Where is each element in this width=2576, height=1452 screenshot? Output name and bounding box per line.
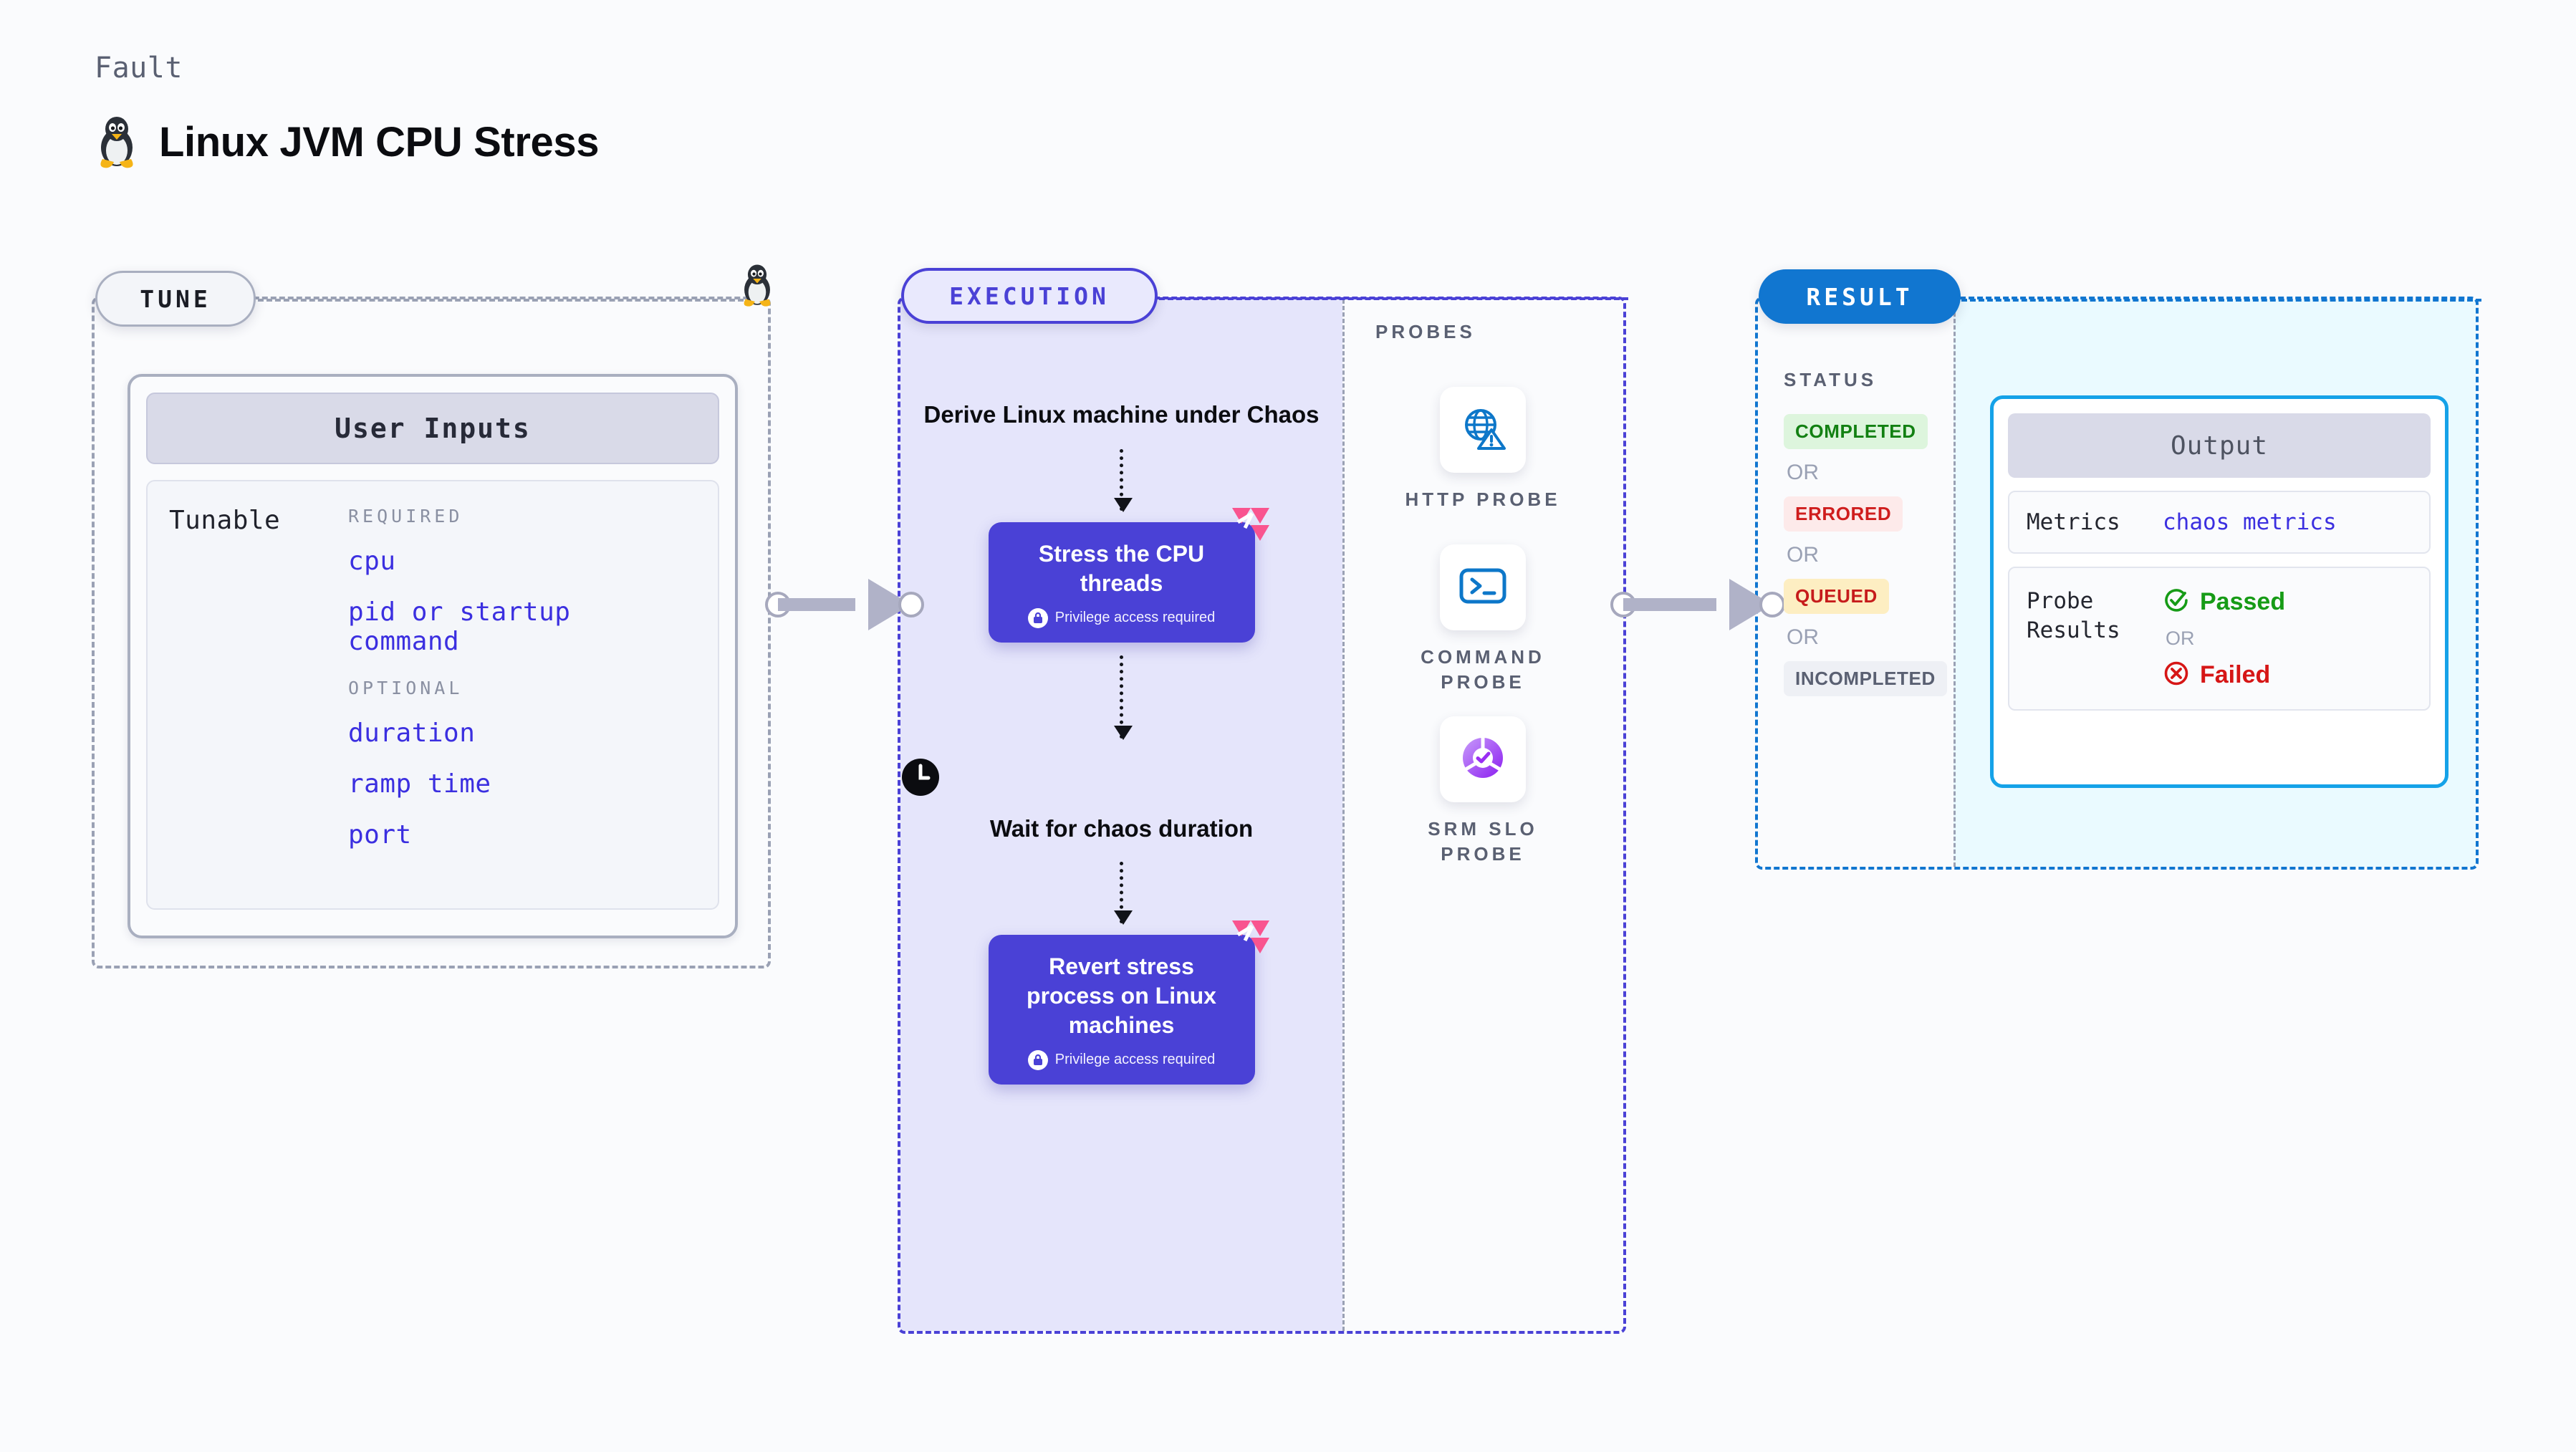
probe-command-label: COMMAND PROBE: [1421, 646, 1545, 693]
check-circle-icon: [2163, 587, 2190, 617]
probe-command[interactable]: COMMAND PROBE: [1390, 544, 1576, 695]
status-section-title: STATUS: [1784, 369, 1878, 390]
output-card: Output Metrics chaos metrics Probe Resul…: [1990, 395, 2448, 788]
execution-step-revert-stress-card[interactable]: Revert stress process on Linux machines …: [988, 920, 1269, 1085]
chaos-flag-icon: [1231, 506, 1271, 547]
status-or-3: OR: [1787, 625, 1819, 649]
status-badge-errored: ERRORED: [1784, 496, 1903, 532]
linux-penguin-icon: [95, 115, 139, 169]
probe-http[interactable]: HTTP PROBE: [1390, 387, 1576, 512]
execution-to-result-arrow: [1610, 579, 1785, 630]
execution-step-wait-duration: Wait for chaos duration: [989, 814, 1254, 842]
stress-cpu-privilege-note: Privilege access required: [1003, 607, 1241, 628]
execution-pill-connector: [1159, 297, 1628, 300]
status-badge-completed: COMPLETED: [1784, 414, 1928, 449]
execution-flow: Derive Linux machine under Chaos Stress …: [900, 299, 1342, 1085]
output-metrics-value[interactable]: chaos metrics: [2163, 509, 2337, 536]
result-pill-connector: [1961, 299, 2481, 302]
flow-arrow-3: [1114, 861, 1133, 925]
tunable-label: Tunable: [169, 506, 281, 535]
output-metrics-key: Metrics: [2027, 509, 2120, 535]
status-or-2: OR: [1787, 543, 1819, 567]
required-group-label: REQUIRED: [348, 506, 463, 527]
tunable-section: Tunable REQUIRED cpu pid or startup comm…: [146, 480, 719, 910]
output-row-probe-results: Probe Results Passed OR: [2008, 567, 2431, 711]
x-circle-icon: [2163, 660, 2190, 691]
result-stage-pill[interactable]: RESULT: [1759, 269, 1961, 324]
flow-arrow-2: [1114, 655, 1133, 740]
probe-srm-slo[interactable]: SRM SLO PROBE: [1390, 716, 1576, 867]
stress-cpu-privilege-text: Privilege access required: [1054, 610, 1216, 626]
globe-warning-icon: [1458, 404, 1507, 456]
user-inputs-card-title: User Inputs: [146, 393, 719, 464]
execution-stage-pill[interactable]: EXECUTION: [901, 268, 1158, 324]
stress-cpu-title: Stress the CPU threads: [1038, 540, 1205, 596]
status-badge-queued: QUEUED: [1784, 579, 1889, 614]
probe-http-tile: [1440, 387, 1526, 473]
probe-result-or: OR: [2166, 628, 2195, 650]
tunable-item-duration[interactable]: duration: [348, 718, 476, 748]
output-probe-results-values: Passed OR Failed: [2163, 587, 2285, 691]
result-output-divider: [1953, 299, 1956, 867]
execution-probes-divider: [1342, 299, 1345, 1331]
output-row-metrics: Metrics chaos metrics: [2008, 491, 2431, 554]
tunable-item-cpu[interactable]: cpu: [348, 547, 396, 576]
probe-command-tile: [1440, 544, 1526, 630]
probe-result-failed-label: Failed: [2200, 661, 2271, 689]
output-card-title: Output: [2008, 413, 2431, 478]
tunable-item-ramp-time[interactable]: ramp time: [348, 769, 491, 799]
page-kicker: Fault: [95, 52, 183, 85]
lock-icon: [1027, 1049, 1048, 1070]
probe-http-label: HTTP PROBE: [1405, 489, 1561, 510]
status-list: COMPLETED OR ERRORED OR QUEUED OR INCOMP…: [1784, 414, 1947, 696]
probe-result-passed-label: Passed: [2200, 588, 2286, 616]
lock-icon: [1027, 607, 1048, 628]
execution-step-stress-cpu-card[interactable]: Stress the CPU threads Privilege access …: [988, 507, 1269, 643]
probes-section-title: PROBES: [1375, 321, 1476, 342]
page-title-row: Linux JVM CPU Stress: [95, 115, 599, 169]
tunable-item-port[interactable]: port: [348, 820, 412, 850]
optional-group-label: OPTIONAL: [348, 678, 463, 698]
flow-arrow-1: [1114, 448, 1133, 512]
page-title: Linux JVM CPU Stress: [159, 118, 600, 165]
linux-penguin-marker-icon: [739, 263, 776, 311]
status-badge-incompleted: INCOMPLETED: [1784, 661, 1947, 696]
output-probe-results-key: Probe Results: [2027, 588, 2120, 643]
user-inputs-card: User Inputs Tunable REQUIRED cpu pid or …: [128, 374, 738, 938]
status-or-1: OR: [1787, 461, 1819, 484]
clock-icon: [900, 739, 1342, 801]
slo-gauge-icon: [1457, 732, 1509, 787]
tune-pill-connector: [258, 299, 752, 302]
tunable-list: REQUIRED cpu pid or startup command OPTI…: [348, 506, 696, 884]
tune-to-execution-arrow: [765, 579, 924, 630]
revert-stress-privilege-text: Privilege access required: [1054, 1052, 1216, 1068]
tune-stage-pill[interactable]: TUNE: [95, 271, 256, 327]
execution-step-derive-machine: Derive Linux machine under Chaos: [923, 401, 1320, 428]
revert-stress-privilege-note: Privilege access required: [1003, 1049, 1241, 1070]
probe-result-passed: Passed: [2163, 587, 2285, 617]
probe-srm-slo-label: SRM SLO PROBE: [1428, 818, 1538, 865]
chaos-flag-icon: [1231, 919, 1271, 960]
probe-srm-slo-tile: [1440, 716, 1526, 802]
probe-result-failed: Failed: [2163, 660, 2285, 691]
tunable-item-pid-or-startup-command[interactable]: pid or startup command: [348, 597, 571, 656]
terminal-icon: [1458, 566, 1507, 610]
revert-stress-title: Revert stress process on Linux machines: [1027, 953, 1216, 1038]
